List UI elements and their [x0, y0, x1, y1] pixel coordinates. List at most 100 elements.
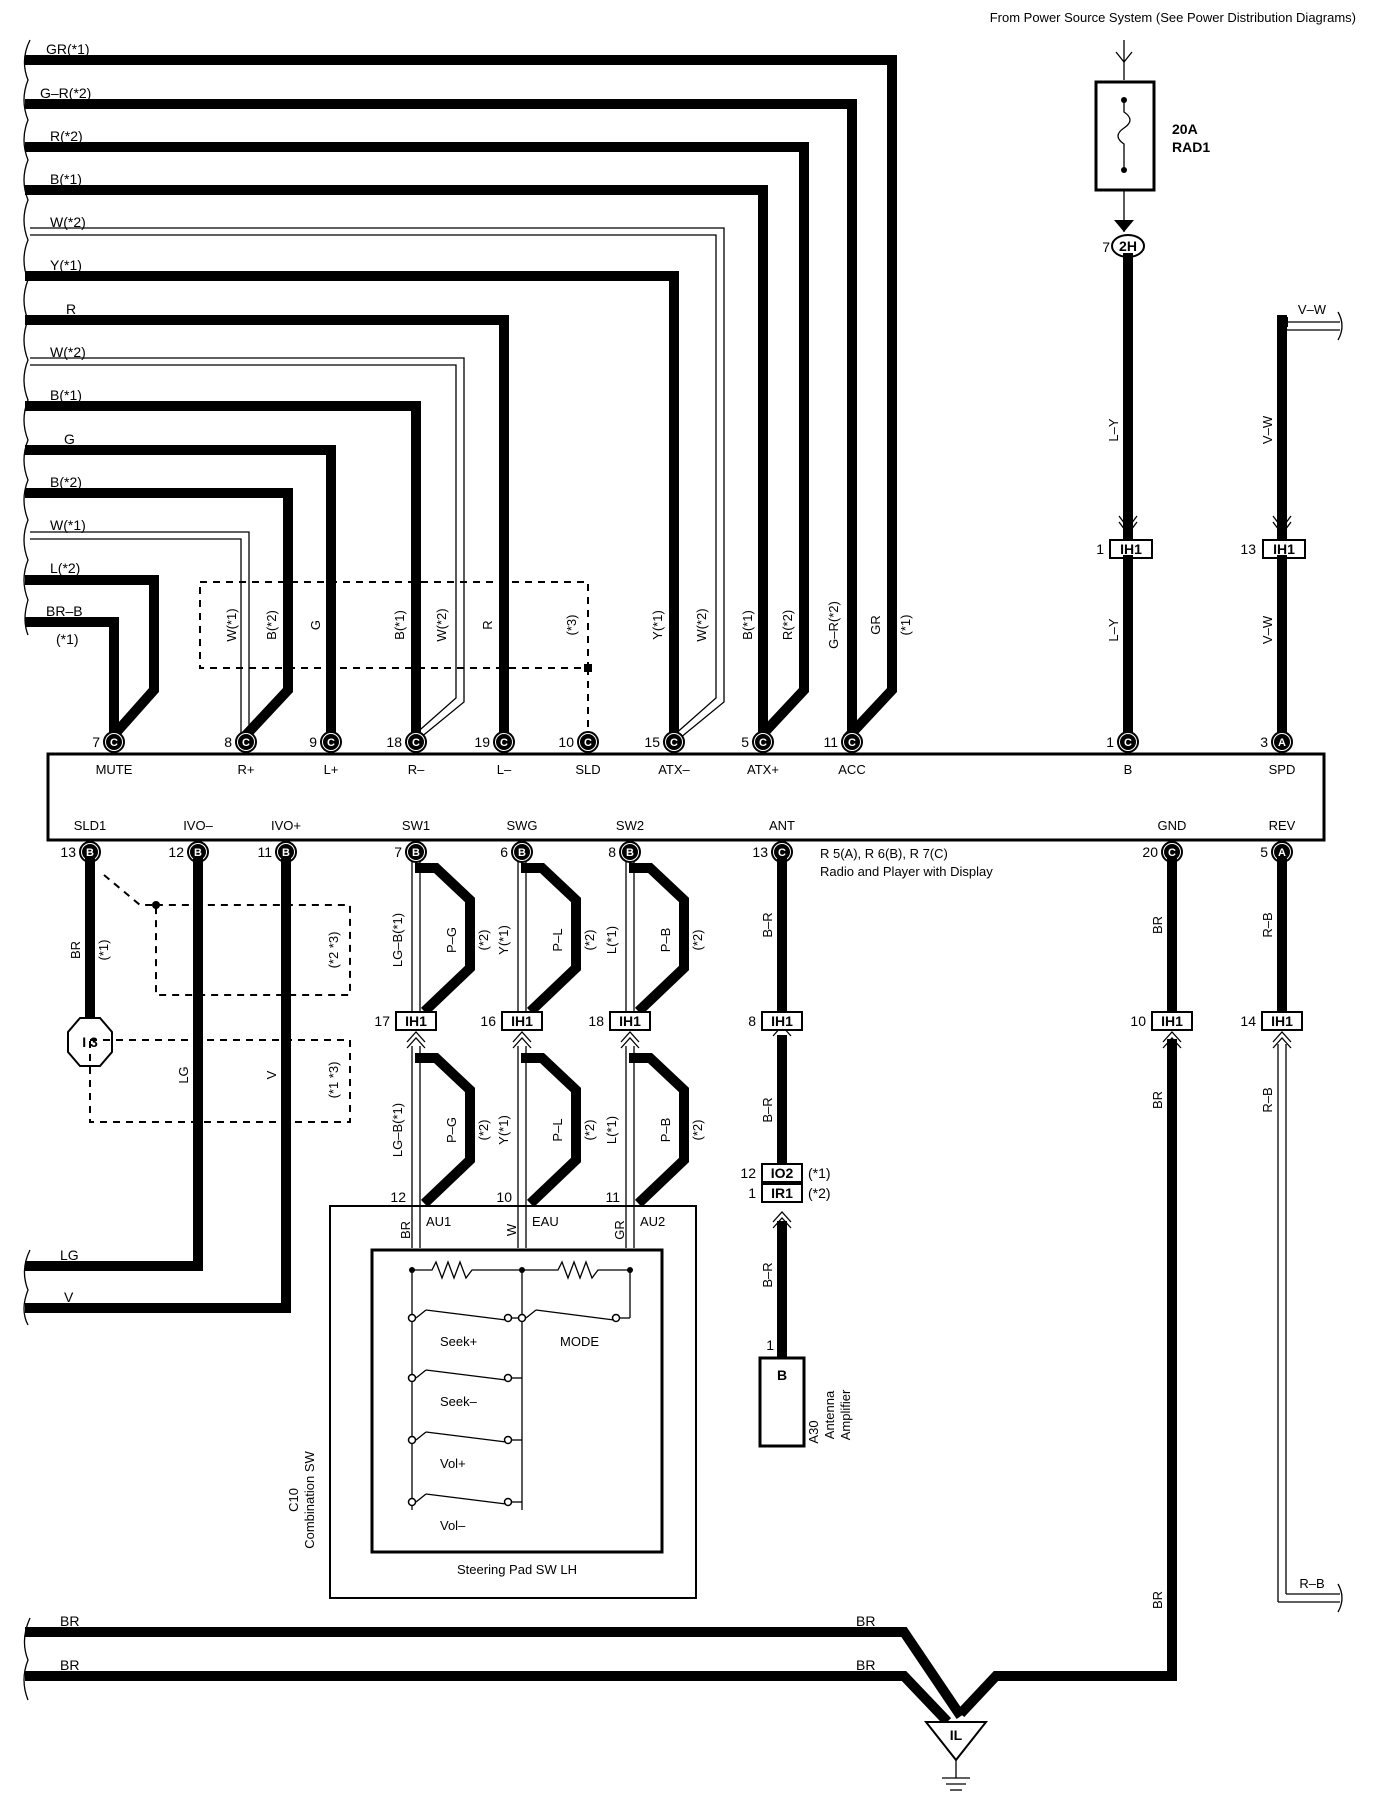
spd-wire-top-label: V–W — [1298, 302, 1327, 317]
top-terminal-label: ATX+ — [747, 762, 779, 777]
svg-text:10: 10 — [558, 734, 574, 750]
svg-text:B(*2): B(*2) — [50, 474, 82, 490]
svg-text:P–B: P–B — [658, 928, 673, 953]
svg-text:Combination SW: Combination SW — [302, 1451, 317, 1549]
switch-label-3: Vol+ — [440, 1456, 466, 1471]
connector-ih1-sw1 — [501, 1011, 543, 1031]
svg-text:18: 18 — [386, 734, 402, 750]
svg-text:C: C — [670, 737, 678, 749]
svg-text:IH1: IH1 — [1120, 541, 1142, 557]
svg-text:20: 20 — [1142, 844, 1158, 860]
svg-text:W(*2): W(*2) — [434, 608, 449, 641]
bottom-terminal-label: SLD1 — [74, 818, 107, 833]
svg-text:(*2): (*2) — [582, 1120, 597, 1141]
svg-text:C: C — [848, 737, 856, 749]
switch-label-4: Vol– — [440, 1518, 466, 1533]
svg-text:R–B: R–B — [1260, 912, 1275, 937]
svg-text:1: 1 — [748, 1185, 756, 1201]
svg-text:Y(*1): Y(*1) — [496, 925, 511, 955]
svg-text:W(*2): W(*2) — [694, 608, 709, 641]
svg-text:18: 18 — [588, 1013, 604, 1029]
svg-text:R: R — [66, 301, 76, 317]
svg-text:B: B — [626, 847, 634, 859]
svg-text:8: 8 — [224, 734, 232, 750]
svg-text:(*1): (*1) — [898, 615, 913, 636]
top-terminal-label: B — [1124, 762, 1133, 777]
svg-text:8: 8 — [608, 844, 616, 860]
svg-text:(*1 *3): (*1 *3) — [326, 1062, 341, 1099]
svg-text:IH1: IH1 — [771, 1013, 793, 1029]
steering-pad-sw-box — [370, 1248, 664, 1554]
svg-text:LG–B(*1): LG–B(*1) — [390, 1103, 405, 1157]
left-wire-group — [25, 55, 897, 743]
svg-text:B: B — [86, 847, 94, 859]
fuse-icon — [1117, 100, 1131, 170]
svg-text:C: C — [110, 737, 118, 749]
svg-text:LG–B(*1): LG–B(*1) — [390, 913, 405, 967]
switch-label-2: Seek– — [440, 1394, 478, 1409]
svg-text:B–R: B–R — [760, 1097, 775, 1122]
svg-text:12: 12 — [740, 1165, 756, 1181]
svg-text:W(*1): W(*1) — [224, 608, 239, 641]
svg-text:B: B — [412, 847, 420, 859]
fuse-name: RAD1 — [1172, 139, 1210, 155]
svg-text:C: C — [327, 737, 335, 749]
svg-text:6: 6 — [500, 844, 508, 860]
bottom-terminal-label: ANT — [769, 818, 795, 833]
top-terminal-label: ACC — [838, 762, 865, 777]
bottom-terminal-label: REV — [1269, 818, 1296, 833]
combination-sw-outer — [329, 1205, 697, 1599]
wire-label-power-1: L–Y — [1106, 418, 1121, 441]
spd-wire-label-2: V–W — [1260, 615, 1275, 644]
svg-text:19: 19 — [474, 734, 490, 750]
sld1-wire-label: BR — [68, 941, 83, 959]
svg-text:IH1: IH1 — [1273, 541, 1295, 557]
svg-text:C: C — [412, 737, 420, 749]
svg-text:Antenna: Antenna — [822, 1390, 837, 1439]
svg-text:15: 15 — [644, 734, 660, 750]
svg-text:GR: GR — [612, 1220, 627, 1240]
bottom-terminal-label: IVO+ — [271, 818, 301, 833]
left-wire-labels: GR(*1) G–R(*2) R(*2) B(*1) W(*2) Y(*1) R… — [40, 41, 91, 647]
svg-text:P–L: P–L — [550, 928, 565, 951]
svg-text:13: 13 — [752, 844, 768, 860]
svg-text:P–G: P–G — [444, 927, 459, 953]
svg-text:IH1: IH1 — [511, 1013, 533, 1029]
svg-text:2H: 2H — [1119, 238, 1137, 254]
svg-text:Amplifier: Amplifier — [838, 1389, 853, 1440]
bottom-terminal-label: IVO– — [183, 818, 213, 833]
svg-text:A: A — [1278, 847, 1286, 859]
svg-text:R(*2): R(*2) — [780, 610, 795, 640]
svg-text:V: V — [264, 1070, 279, 1079]
svg-text:(*2): (*2) — [476, 1120, 491, 1141]
left-harness-break — [23, 39, 31, 636]
svg-text:B(*1): B(*1) — [392, 610, 407, 640]
bottom-terminal-label: GND — [1158, 818, 1187, 833]
top-terminal-label: R– — [408, 762, 425, 777]
svg-text:(*1): (*1) — [808, 1165, 831, 1181]
radio-unit-desc: Radio and Player with Display — [820, 864, 993, 879]
svg-text:7: 7 — [394, 844, 402, 860]
svg-text:R–B: R–B — [1299, 1576, 1324, 1591]
ground-point-il — [923, 1721, 989, 1762]
switch-label-1: MODE — [560, 1334, 599, 1349]
svg-text:1: 1 — [1106, 734, 1114, 750]
svg-text:C: C — [778, 847, 786, 859]
svg-text:(*2): (*2) — [476, 930, 491, 951]
svg-text:LG: LG — [176, 1066, 191, 1083]
svg-text:Y(*1): Y(*1) — [50, 257, 82, 273]
top-terminal-label: ATX– — [658, 762, 690, 777]
svg-text:P–L: P–L — [550, 1118, 565, 1141]
connector-ir1 — [761, 1183, 803, 1203]
connector-ih1-14 — [1261, 1011, 1303, 1031]
svg-text:B(*2): B(*2) — [264, 610, 279, 640]
svg-text:IL: IL — [950, 1727, 963, 1743]
svg-text:(*1): (*1) — [96, 940, 111, 961]
antenna-amplifier-box — [758, 1356, 806, 1448]
svg-text:13: 13 — [1240, 541, 1256, 557]
spd-wire-label-1: V–W — [1260, 415, 1275, 444]
svg-text:IH1: IH1 — [619, 1013, 641, 1029]
svg-text:14: 14 — [1240, 1013, 1256, 1029]
power-pin-number: 7 — [1102, 239, 1110, 255]
svg-text:IH1: IH1 — [1161, 1013, 1183, 1029]
